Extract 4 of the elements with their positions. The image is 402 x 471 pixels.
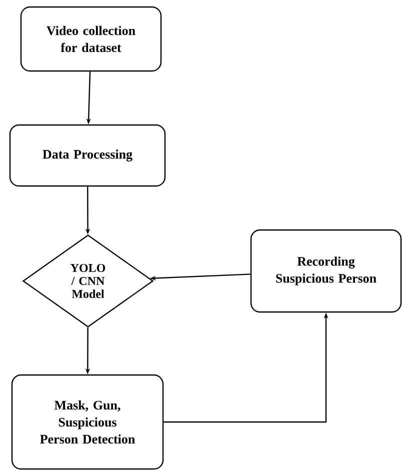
process-box: Video collection for dataset [20,6,162,72]
process-box: Data Processing [9,124,166,187]
process-box: Mask, Gun, Suspicious Person Detection [11,374,164,470]
process-box: Recording Suspicious Person [250,229,402,313]
